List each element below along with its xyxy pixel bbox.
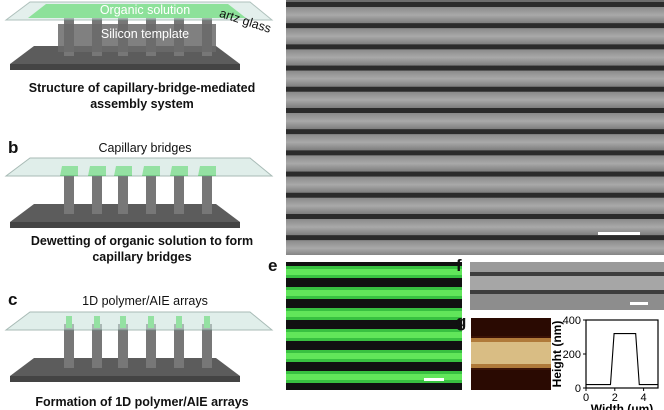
fluorescent-line-core <box>286 290 462 296</box>
panel-g-letter: g <box>456 312 467 331</box>
scale-bar <box>630 302 648 305</box>
sem-line <box>286 134 664 151</box>
sem-groove <box>286 129 664 135</box>
y-axis-label: Height (nm) <box>551 321 564 388</box>
y-tick-label: 200 <box>563 349 581 361</box>
fluorescent-line-core <box>286 353 462 359</box>
sem-groove <box>286 86 664 92</box>
sem-groove <box>286 192 664 198</box>
sem-line <box>286 7 664 24</box>
sem-line <box>286 155 664 172</box>
capillary-bridges-label: Capillary bridges <box>98 141 192 155</box>
sem-line <box>286 219 664 236</box>
afm-stripe <box>471 342 551 364</box>
panel-b-caption-line2: capillary bridges <box>92 250 192 264</box>
x-tick-label: 4 <box>641 392 647 404</box>
panel-a-caption: Structure of capillary-bridge-mediated a… <box>0 80 284 112</box>
panel-b-diagram <box>4 157 274 228</box>
sem-line <box>286 113 664 130</box>
sem-line <box>286 240 664 255</box>
sem-image-small <box>470 262 664 310</box>
fluorescent-line-core <box>286 311 462 317</box>
panel-c-diagram <box>4 311 274 382</box>
panel-b-letter: b <box>8 138 19 157</box>
afm-image <box>471 318 551 390</box>
sem-groove <box>286 23 664 29</box>
sem-groove <box>286 44 664 50</box>
height-profile-line <box>586 333 658 386</box>
sem-line <box>286 176 664 193</box>
sem-groove <box>286 2 664 7</box>
sem-groove <box>286 150 664 156</box>
sem-line <box>286 70 664 87</box>
sem-groove <box>286 235 664 241</box>
quartz-glass <box>4 1 274 21</box>
sem-groove <box>286 65 664 71</box>
panel-b-caption: Dewetting of organic solution to form ca… <box>0 233 284 265</box>
sem-line <box>286 28 664 45</box>
panel-a-caption-line1: Structure of capillary-bridge-mediated <box>28 81 256 95</box>
template-base-front <box>10 64 240 70</box>
y-tick-label: 400 <box>563 315 581 327</box>
panel-a-caption-line2: assembly system <box>90 97 194 111</box>
x-tick-label: 2 <box>612 392 618 404</box>
scale-bar <box>598 232 640 235</box>
y-tick-label: 0 <box>575 383 581 395</box>
organic-solution-label: Organic solution <box>99 3 191 17</box>
panel-b-caption-line1: Dewetting of organic solution to form <box>30 234 254 248</box>
sem-image-large <box>286 0 664 255</box>
sem-groove <box>286 171 664 177</box>
panel-c-caption: Formation of 1D polymer/AIE arrays <box>35 395 249 409</box>
panel-c-letter: c <box>8 290 18 309</box>
sem-line <box>286 197 664 214</box>
fluorescence-image <box>286 262 462 390</box>
fluorescent-line-core <box>286 374 462 380</box>
fluorescent-line-core <box>286 332 462 338</box>
quartz-glass <box>4 157 274 177</box>
fluorescent-line-core <box>286 269 462 275</box>
panel-e-letter: e <box>268 256 278 275</box>
silicon-template-label: Silicon template <box>100 27 190 41</box>
arrays-label: 1D polymer/AIE arrays <box>82 294 208 308</box>
sem-line <box>286 49 664 66</box>
x-tick-label: 0 <box>583 392 589 404</box>
quartz-glass <box>4 311 274 331</box>
panel-a-diagram <box>4 1 274 70</box>
x-axis-label: Width (μm) <box>591 402 654 410</box>
panel-f-letter: f <box>456 256 462 275</box>
scale-bar <box>424 378 444 381</box>
sem-groove <box>286 214 664 219</box>
sem-groove <box>286 108 664 113</box>
sem-line <box>286 91 664 108</box>
plot-frame <box>585 319 659 389</box>
